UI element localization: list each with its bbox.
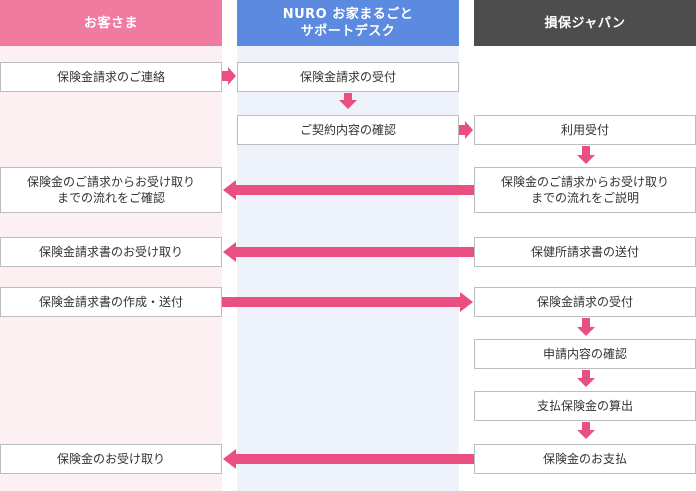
- sompo-column-title: 損保ジャパン: [544, 15, 626, 31]
- arrow-receive-to-confirm: [339, 93, 357, 109]
- customer-column-title: お客さま: [83, 15, 138, 31]
- arrow-send-form-to-customer: [223, 242, 474, 262]
- step-customer-contact: 保険金請求のご連絡: [0, 62, 222, 92]
- arrow-pay-to-customer: [223, 449, 474, 469]
- arrow-confirm-to-accept: [459, 121, 473, 139]
- step-sompo-explain-flow: 保険金のご請求からお受け取り までの流れをご説明: [474, 167, 696, 213]
- step-nuro-confirm: ご契約内容の確認: [237, 115, 459, 145]
- step-customer-receive-form: 保険金請求書のお受け取り: [0, 237, 222, 267]
- customer-column-header: お客さま: [0, 0, 222, 46]
- arrow-accept-to-explain: [577, 146, 595, 164]
- arrow-claim-to-review: [577, 318, 595, 336]
- arrow-review-to-calc: [577, 370, 595, 387]
- sompo-column-header: 損保ジャパン: [474, 0, 696, 46]
- arrow-explain-to-customer: [223, 180, 474, 200]
- arrow-contact-to-receive: [222, 67, 236, 85]
- arrow-customer-to-sompo-claim: [222, 292, 473, 312]
- step-customer-receive-payment: 保険金のお受け取り: [0, 444, 222, 474]
- step-sompo-calc: 支払保険金の算出: [474, 391, 696, 421]
- step-sompo-accept: 利用受付: [474, 115, 696, 145]
- step-customer-create-send: 保険金請求書の作成・送付: [0, 287, 222, 317]
- nuro-column-title: NURO お家まるごと サポートデスク: [282, 7, 414, 39]
- step-customer-confirm-flow: 保険金のご請求からお受け取り までの流れをご確認: [0, 167, 222, 213]
- step-sompo-receive-claim: 保険金請求の受付: [474, 287, 696, 317]
- nuro-column-header: NURO お家まるごと サポートデスク: [237, 0, 459, 46]
- step-sompo-pay: 保険金のお支払: [474, 444, 696, 474]
- step-nuro-receive: 保険金請求の受付: [237, 62, 459, 92]
- step-sompo-review: 申請内容の確認: [474, 339, 696, 369]
- step-sompo-send-form: 保健所請求書の送付: [474, 237, 696, 267]
- arrow-calc-to-pay: [577, 422, 595, 439]
